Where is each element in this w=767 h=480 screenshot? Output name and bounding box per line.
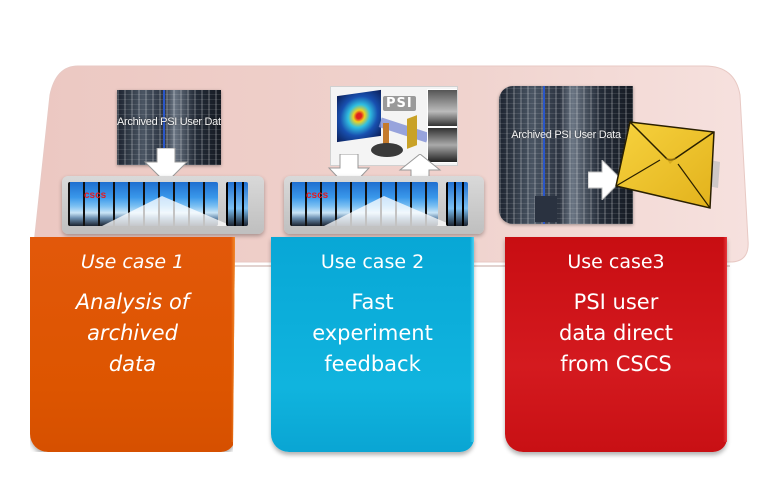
arrow-right-icon	[588, 160, 623, 200]
psi-logo: PSI	[383, 96, 416, 111]
cscs-logo: cscs	[84, 190, 107, 201]
use-case-1-line-1: Analysis of	[75, 290, 190, 314]
arrow-down-icon	[143, 148, 189, 184]
use-case-3-title: Use case3	[567, 251, 665, 273]
cscs-supercomputer-1: cscs	[62, 176, 264, 234]
envelope-icon	[615, 121, 720, 209]
use-case-3-line-3: from CSCS	[560, 352, 672, 376]
use-case-1-description: Analysis of archived data	[30, 287, 235, 380]
use-case-2-line-2: experiment	[312, 321, 433, 345]
xray-image-bottom	[427, 127, 457, 163]
xray-image-top	[427, 89, 457, 127]
arrow-up-icon	[398, 154, 442, 186]
cscs-logo: cscs	[306, 190, 329, 201]
psi-experiment-diagram: PSI	[330, 86, 458, 166]
use-case-3-line-2: data direct	[558, 321, 673, 345]
use-case-1-title: Use case 1	[80, 251, 185, 273]
archived-data-photo-3: Archived PSI User Data	[499, 86, 633, 224]
use-case-2-line-1: Fast	[351, 290, 394, 314]
use-case-3-card: Use case3 PSI user data direct from CSCS	[505, 237, 727, 452]
use-case-2-card: Use case 2 Fast experiment feedback	[271, 237, 474, 452]
archived-data-caption-3: Archived PSI User Data	[511, 129, 621, 141]
diffraction-pattern	[337, 89, 381, 143]
use-case-2-description: Fast experiment feedback	[271, 287, 474, 380]
use-case-2-title: Use case 2	[320, 251, 425, 273]
cscs-supercomputer-2: cscs	[284, 176, 484, 234]
use-case-1-line-3: data	[108, 352, 157, 376]
use-case-3-description: PSI user data direct from CSCS	[505, 287, 727, 380]
use-case-2-line-3: feedback	[324, 352, 421, 376]
use-case-1-card: Use case 1 Analysis of archived data	[30, 237, 235, 452]
use-case-1-line-2: archived	[87, 321, 178, 345]
use-case-3-line-1: PSI user	[573, 290, 659, 314]
archived-data-caption-1: Archived PSI User Data	[117, 116, 221, 128]
